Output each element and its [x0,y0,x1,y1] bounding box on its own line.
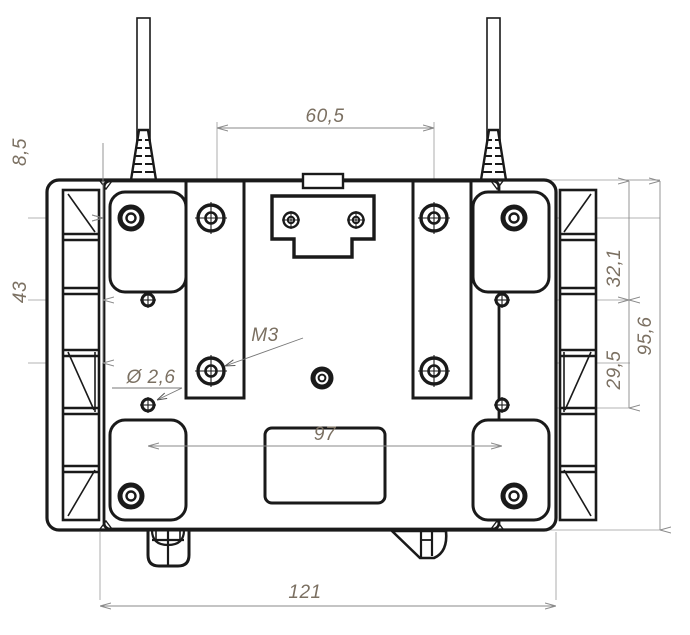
dimension-97: 97 [148,424,502,446]
dimension-97-label: 97 [314,424,337,445]
pad-screw-bottom-left [117,482,145,510]
pad-screw-bottom-right [500,482,528,510]
dimension-60-5: 60,5 [217,106,434,128]
dimension-121: 121 [100,582,556,606]
pad-screw-top-left [117,204,145,232]
callout-m3: M3 [225,325,304,366]
dimension-29-5: 29,5 [604,300,629,408]
strain-relief-right [479,128,508,182]
dimension-43: 43 [10,218,103,363]
foot-left [146,528,191,568]
m3-hole-bottom-right [418,355,450,387]
dimension-121-label: 121 [288,582,321,603]
strain-relief-left [129,128,158,182]
connector-screw-left [282,211,300,229]
pad-screw-top-right [500,204,528,232]
dimension-95-6: 95,6 [635,181,660,530]
right-vent-column [558,188,598,522]
dimension-8-5-label: 8,5 [10,138,31,166]
left-vent-column [61,188,101,522]
corner-ticks [99,180,504,530]
dimension-32-1: 32,1 [604,181,629,300]
dimension-95-6-label: 95,6 [635,317,656,356]
dimension-60-5-label: 60,5 [306,106,345,127]
dia26-hole-lower-left [140,397,156,413]
callout-dia-2-6: Ø 2,6 [112,367,183,400]
pad-top-left [108,190,188,294]
foot-right [388,529,448,560]
dia26-hole-upper-left [140,292,156,308]
callout-dia-2-6-label: Ø 2,6 [126,367,176,388]
m3-hole-top-right [418,202,450,234]
center-connector-block [270,172,376,259]
m3-hole-top-left [195,202,227,234]
center-hole [310,366,334,390]
m3-hole-bottom-left [195,355,227,387]
dimension-32-1-label: 32,1 [604,249,625,288]
pad-top-right [471,190,551,294]
dia26-hole-upper-right [494,292,510,308]
dimension-43-label: 43 [10,281,31,303]
mounting-rail-right [411,179,473,400]
dimension-29-5-label: 29,5 [604,351,625,391]
mounting-rail-left [184,179,246,400]
callout-m3-label: M3 [251,325,278,346]
connector-screw-right [347,211,365,229]
dia26-hole-lower-right [494,397,510,413]
